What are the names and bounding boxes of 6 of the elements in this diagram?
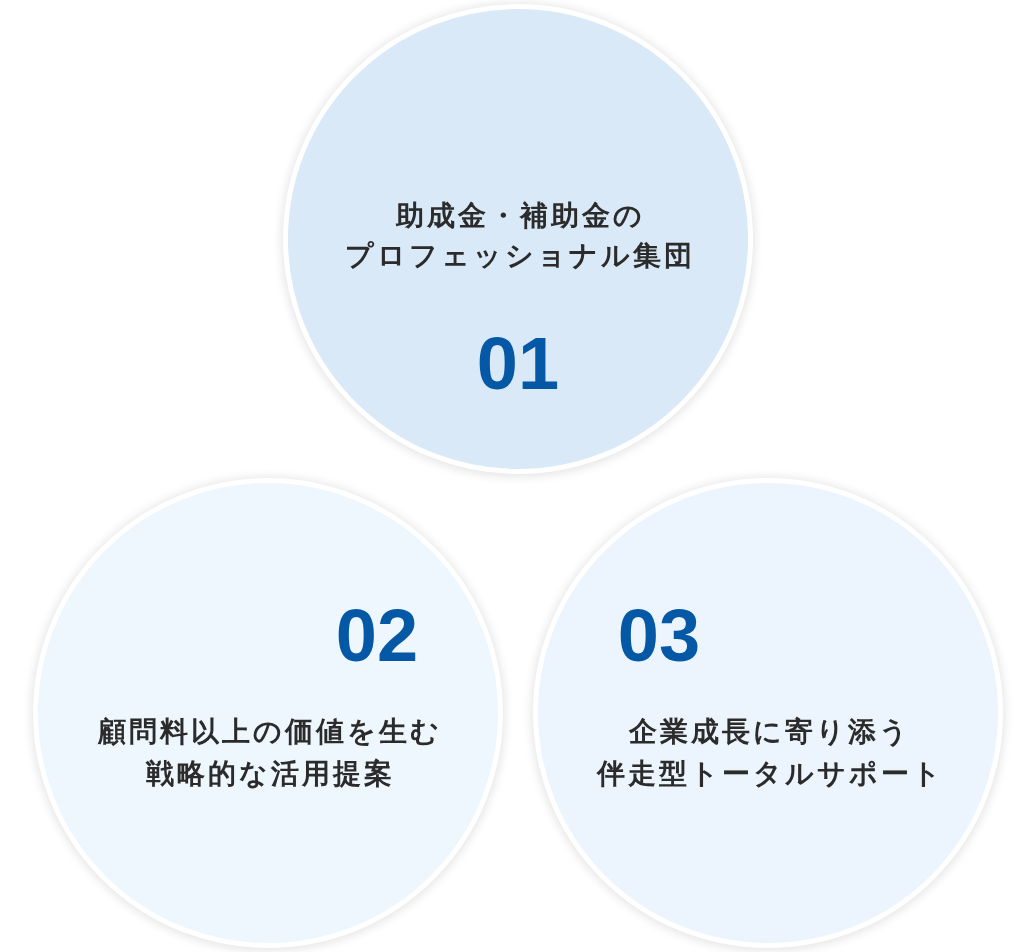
- step-number: 03: [617, 599, 701, 673]
- feature-title: 助成金・補助金のプロフェッショナル集団: [345, 198, 695, 274]
- feature-title: 顧問料以上の価値を生む戦略的な活用提案: [98, 714, 442, 792]
- step-number: 01: [476, 327, 560, 401]
- feature-title: 企業成長に寄り添う伴走型トータルサポート: [596, 714, 944, 792]
- step-number: 02: [335, 599, 419, 673]
